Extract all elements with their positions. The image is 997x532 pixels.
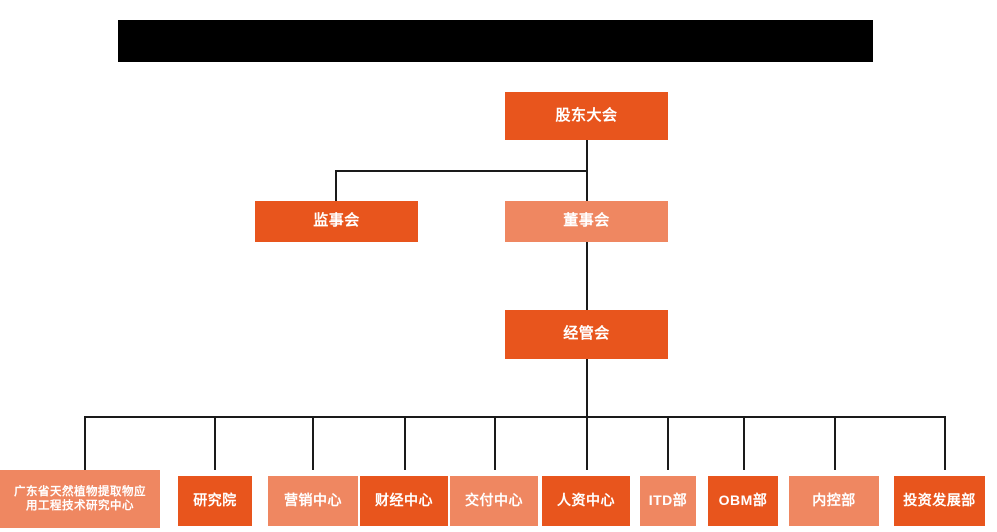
connector-management-down [586, 359, 588, 417]
connector-departments-bus [84, 416, 945, 418]
department-label-line1: 广东省天然植物提取物应 [14, 485, 146, 498]
department-label-multiline: 广东省天然植物提取物应 用工程技术研究中心 [14, 485, 146, 514]
connector-to-department-7 [667, 416, 669, 470]
connector-shareholders-down [586, 140, 588, 171]
node-department-research-institute[interactable]: 研究院 [178, 476, 252, 526]
node-shareholders-meeting[interactable]: 股东大会 [505, 92, 668, 140]
connector-board-to-management [586, 241, 588, 310]
redacted-title-bar [118, 20, 873, 62]
connector-to-supervisory-board [335, 170, 337, 201]
node-department-hr-center[interactable]: 人资中心 [542, 476, 630, 526]
node-department-delivery-center[interactable]: 交付中心 [450, 476, 538, 526]
connector-to-department-10 [944, 416, 946, 470]
node-department-investment-development[interactable]: 投资发展部 [894, 476, 985, 526]
connector-to-department-4 [404, 416, 406, 470]
department-label-line2: 用工程技术研究中心 [26, 500, 134, 512]
node-department-obm[interactable]: OBM部 [708, 476, 778, 526]
node-board-of-directors[interactable]: 董事会 [505, 201, 668, 242]
node-management-committee[interactable]: 经管会 [505, 310, 668, 359]
connector-to-department-9 [834, 416, 836, 470]
connector-to-department-2 [214, 416, 216, 470]
connector-to-department-6 [586, 416, 588, 470]
node-department-marketing-center[interactable]: 营销中心 [268, 476, 358, 526]
connector-to-board-of-directors [586, 170, 588, 201]
connector-to-department-8 [743, 416, 745, 470]
connector-to-department-3 [312, 416, 314, 470]
node-department-research-center[interactable]: 广东省天然植物提取物应 用工程技术研究中心 [0, 470, 160, 528]
node-department-itd[interactable]: ITD部 [640, 476, 696, 526]
node-department-internal-control[interactable]: 内控部 [789, 476, 879, 526]
node-department-finance-center[interactable]: 财经中心 [360, 476, 448, 526]
connector-to-department-1 [84, 416, 86, 470]
connector-to-department-5 [494, 416, 496, 470]
node-supervisory-board[interactable]: 监事会 [255, 201, 418, 242]
connector-level2-bus [335, 170, 588, 172]
